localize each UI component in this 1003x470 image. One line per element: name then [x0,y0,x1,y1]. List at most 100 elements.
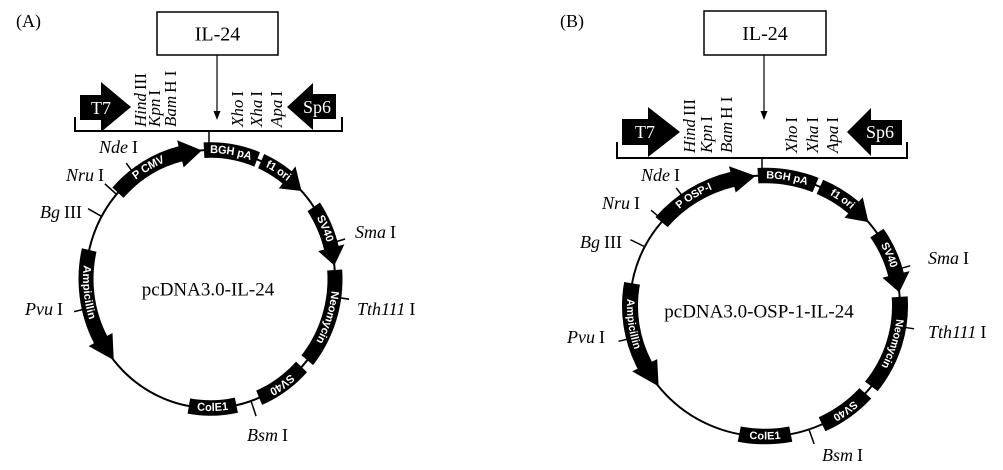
mcs-site-label: Xho I [228,91,247,128]
t7-arrow-icon [80,82,131,132]
sp6-arrow-icon [287,83,336,130]
feature-arrow [816,179,869,223]
enzyme-numeral: I [282,425,288,445]
enzyme-numeral: I [409,299,415,319]
enzyme-name: Apa [823,126,842,154]
feature-label-text: ColE1 [749,430,781,443]
enzyme-name: Pvu [566,327,595,347]
enzyme-numeral: I [228,91,247,97]
feature-block [203,142,260,167]
feature-label-guide [154,150,335,286]
insert-label: IL-24 [195,24,241,46]
sp6-label: Sp6 [303,97,331,117]
feature-block [818,388,872,432]
feature-block [256,361,308,405]
feature-label: ColE1 [197,401,229,414]
feature-label-text: ColE1 [197,401,229,414]
plasmid-feature: Ampicillin [78,248,114,361]
feature-block [187,397,238,416]
feature-label-guide [630,175,828,310]
feature-label-guide [86,150,273,279]
enzyme-numeral: III [604,232,622,252]
enzyme-numeral: I [963,248,969,268]
plasmid-feature: P OSP-I [630,166,828,310]
mcs-site-label: HindIII [131,73,150,128]
enzyme-numeral: I [98,165,104,185]
mcs-site-label: ApaI [267,91,286,128]
enzyme-name: Xha [247,100,266,128]
enzyme-name: Bsm [822,445,853,465]
plasmid-name: pcDNA3.0-OSP-1-IL-24 [664,302,854,323]
feature-arrow [870,228,910,293]
enzyme-name: Bsm [247,425,278,445]
plasmid-feature: BGH pA [203,142,260,167]
feature-label: BGH pA [210,144,253,163]
mcs-site-label: Apa I [823,117,842,154]
enzyme-name: Hind [131,93,150,129]
enzyme-numeral: III [64,202,82,222]
feature-arrow [112,140,202,198]
feature-block [301,269,343,366]
enzyme-name: Pvu [24,299,53,319]
enzyme-name: Nde [98,137,128,157]
enzyme-numeral: I [823,117,842,123]
enzyme-numeral: I [247,91,266,97]
enzyme-name: Xho [228,100,247,128]
insert-box: IL-24 [156,11,279,56]
plasmid-feature: ColE1 [737,426,793,445]
feature-arrow [307,202,345,266]
enzyme-name: Apa [267,100,286,128]
plasmid-feature: f1 ori [154,150,335,286]
enzyme-numeral: I [857,445,863,465]
enzyme-numeral: III [680,99,699,116]
enzyme-name: Bg [580,232,600,252]
t7-label: T7 [635,122,655,142]
mcs-site-label: HindIII [680,99,699,154]
enzyme-numeral: I [803,117,822,123]
restriction-site-tick [630,239,646,248]
enzyme-name: Bam [161,96,180,127]
sp6-arrow-icon [847,108,902,156]
enzyme-name: Bam [717,122,736,153]
enzyme-numeral: H I [161,70,180,93]
enzyme-numeral: I [697,116,716,122]
feature-arrow [78,248,114,361]
enzyme-name: Xha [803,126,822,154]
mcs-site-label: KpnI [145,90,164,128]
sp6-promoter: Sp6 [847,108,902,156]
enzyme-numeral: I [782,117,801,123]
restriction-site-tick [250,400,257,417]
plasmid-feature: f1 ori [816,179,869,223]
feature-arrow [621,281,659,387]
panel-label: (A) [16,11,41,32]
sp6-promoter: Sp6 [287,83,336,130]
mcs-site-label: KpnI [697,116,716,154]
feature-block [757,167,819,193]
t7-promoter: T7 [622,107,680,157]
feature-block [865,296,908,392]
enzyme-name: Tth111 [928,322,976,342]
restriction-site-tick [87,207,102,218]
restriction-site-tick [104,183,118,195]
restriction-site-tick [808,429,815,445]
enzyme-numeral: I [145,90,164,96]
insert-arrow-head-icon [760,111,768,120]
plasmid-feature: ColE1 [187,397,238,416]
enzyme-numeral: I [634,193,640,213]
enzyme-name: Nru [601,193,630,213]
plasmid-feature: BGH pA [757,167,819,193]
